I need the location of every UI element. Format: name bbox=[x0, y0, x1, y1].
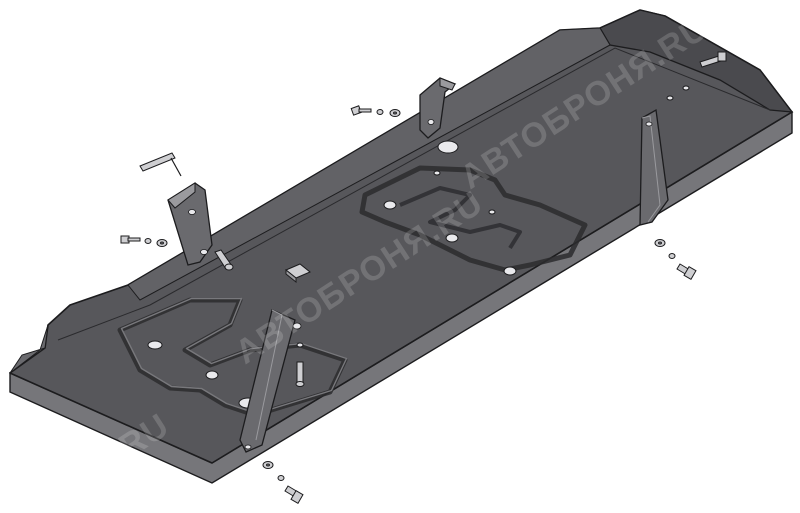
plate-rear-wall-right bbox=[599, 9, 794, 113]
plate-rear-edge bbox=[127, 27, 611, 301]
hole-2 bbox=[383, 200, 397, 210]
plate-rear-lip-left bbox=[9, 324, 49, 374]
bracket-top bbox=[419, 77, 457, 139]
stamped-rib-left bbox=[117, 297, 348, 418]
pin bbox=[139, 152, 182, 177]
stamped-rib-right-inner bbox=[399, 186, 522, 250]
hole-8 bbox=[488, 209, 496, 215]
hole-6 bbox=[205, 370, 219, 380]
bracket-hole bbox=[292, 322, 302, 330]
bolt-far-right bbox=[699, 51, 727, 68]
hole-5 bbox=[147, 340, 163, 350]
bolt-top-left bbox=[350, 105, 401, 117]
plate-bend-line bbox=[57, 47, 771, 341]
stamped-rib-right bbox=[359, 165, 588, 273]
clip-nut bbox=[285, 263, 311, 284]
bracket-diagonal-left bbox=[239, 309, 302, 453]
bolt-bottom bbox=[262, 461, 304, 505]
bolt-stud-left bbox=[214, 249, 234, 271]
hole-9 bbox=[433, 170, 441, 176]
skid-plate bbox=[9, 9, 794, 484]
hole-12 bbox=[666, 95, 674, 101]
bracket-left bbox=[167, 182, 213, 266]
hole-11 bbox=[682, 85, 690, 91]
hole-10 bbox=[296, 342, 304, 348]
bolt-center-stud bbox=[295, 361, 305, 387]
hole-1 bbox=[437, 140, 459, 154]
bolt-left bbox=[120, 235, 168, 247]
hole-4 bbox=[503, 266, 517, 276]
bolt-right bbox=[654, 239, 697, 281]
plate-holes bbox=[147, 85, 690, 409]
bracket-diagonal-right bbox=[639, 108, 669, 226]
hole-3 bbox=[445, 233, 459, 243]
stamped-rib-left-hl bbox=[120, 297, 348, 415]
